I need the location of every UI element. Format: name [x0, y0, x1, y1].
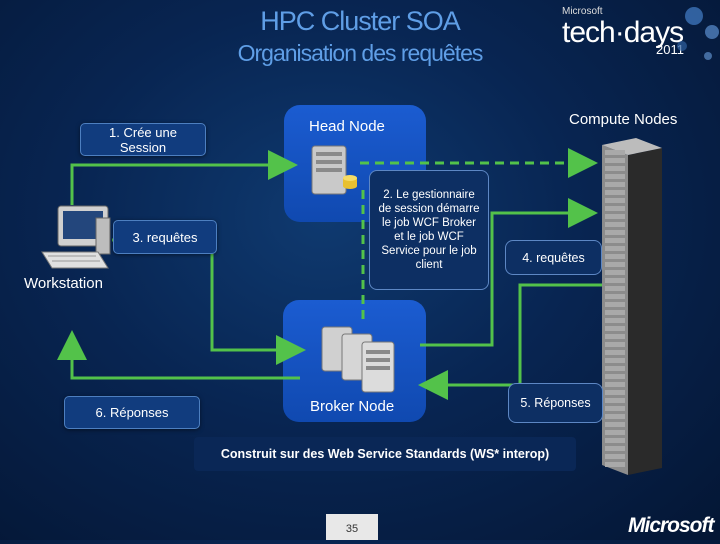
rack-slot: [605, 366, 625, 371]
rack-slot: [605, 190, 625, 195]
rack-slot: [605, 158, 625, 163]
step5-label: 5. Réponses: [520, 395, 591, 410]
rack-slot: [605, 390, 625, 395]
workstation-label: Workstation: [24, 275, 103, 292]
rack-slot: [605, 430, 625, 435]
step2-label: 2. Le gestionnaire de session démarre le…: [378, 189, 480, 271]
rack-slot: [605, 446, 625, 451]
rack-slot: [605, 294, 625, 299]
rack-slot: [605, 398, 625, 403]
rack-slot: [605, 310, 625, 315]
rack-slot: [605, 286, 625, 291]
techdays-logo: Microsoft tech·days 2011: [562, 6, 720, 66]
rack-slot: [605, 358, 625, 363]
arrow-requests-to-compute: [420, 198, 598, 347]
rack-slot: [605, 150, 625, 155]
step3-label: 3. requêtes: [132, 229, 198, 245]
rack-slot: [605, 438, 625, 443]
step3-requests: 3. requêtes: [113, 220, 217, 254]
rack-slot: [605, 462, 625, 467]
step5-responses: 5. Réponses: [508, 383, 603, 423]
rack-slot: [605, 342, 625, 347]
broker-node-label: Broker Node: [310, 398, 395, 415]
rack-slot: [605, 350, 625, 355]
rack-slot: [605, 222, 625, 227]
slide-title: HPC Cluster SOA: [260, 6, 461, 36]
step1-label: 1. Crée une Session: [109, 124, 177, 155]
rack-slot: [605, 454, 625, 459]
rack-slot: [605, 166, 625, 171]
rack-slot: [605, 422, 625, 427]
rack-slot: [605, 182, 625, 187]
rack-slot: [605, 414, 625, 419]
step6-responses: 6. Réponses: [64, 396, 200, 429]
step4-label: 4. requêtes: [522, 250, 585, 265]
rack-slot: [605, 198, 625, 203]
arrow-responses-to-broker: [418, 283, 602, 400]
rack-slot: [605, 302, 625, 307]
arrow-create-session: [70, 150, 298, 205]
step1-create-session: 1. Crée une Session: [80, 123, 206, 156]
step4-requests: 4. requêtes: [505, 240, 602, 275]
rack-slot: [605, 246, 625, 251]
rack-slot: [605, 318, 625, 323]
rack-slot: [605, 382, 625, 387]
rack-slot: [605, 254, 625, 259]
microsoft-logo: Microsoft: [628, 514, 714, 537]
rack-slot: [605, 262, 625, 267]
rack-slot: [605, 206, 625, 211]
rack-slot: [605, 230, 625, 235]
web-service-standards-banner: Construit sur des Web Service Standards …: [194, 437, 576, 471]
rack-slot: [605, 238, 625, 243]
logo-brand-small: Microsoft: [562, 6, 603, 17]
page-number: 35: [326, 514, 378, 540]
logo-bubbles-icon: [677, 7, 719, 60]
logo-year: 2011: [656, 42, 684, 57]
rack-slot: [605, 174, 625, 179]
arrow-responses-to-workstation: [57, 330, 300, 380]
rack-slot: [605, 374, 625, 379]
step6-label: 6. Réponses: [95, 405, 169, 420]
slide-subtitle: Organisation des requêtes: [237, 40, 484, 66]
rack-slot: [605, 278, 625, 283]
rack-slot: [605, 326, 625, 331]
rack-slot: [605, 214, 625, 219]
head-node-label: Head Node: [309, 118, 385, 135]
logo-event-name: tech·days: [562, 16, 684, 49]
rack-slot: [605, 334, 625, 339]
step2-session-manager-note: 2. Le gestionnaire de session démarre le…: [369, 170, 489, 290]
rack-slot: [605, 406, 625, 411]
compute-nodes-label: Compute Nodes: [569, 111, 678, 128]
rack-slot: [605, 270, 625, 275]
